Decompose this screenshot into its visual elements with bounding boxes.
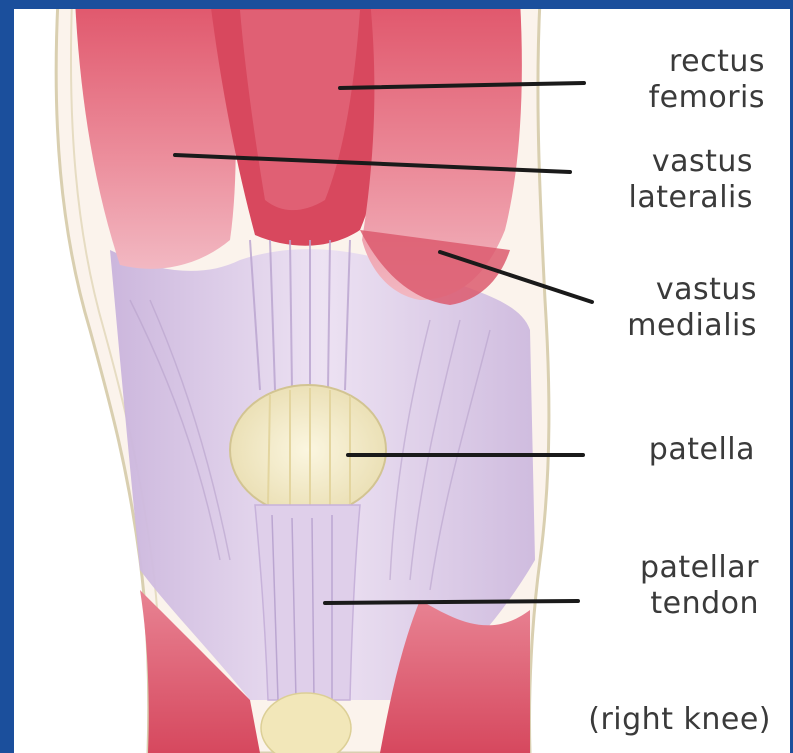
label-rectus-femoris-line1: rectus <box>649 44 765 80</box>
label-rectus-femoris-line2: femoris <box>649 80 765 116</box>
label-vastus-medialis-line1: vastus <box>627 272 757 308</box>
label-patellar-tendon: patellar tendon <box>640 550 759 622</box>
frame-left-edge <box>0 0 14 753</box>
frame-top-edge <box>0 0 793 9</box>
label-patellar-tendon-line1: patellar <box>640 550 759 586</box>
label-patellar-tendon-line2: tendon <box>640 586 759 622</box>
patella-bone <box>230 385 386 515</box>
label-vastus-lateralis: vastus lateralis <box>629 144 753 216</box>
label-vastus-medialis: vastus medialis <box>627 272 757 344</box>
leader-patellar-tendon <box>325 601 578 603</box>
label-vastus-lateralis-line2: lateralis <box>629 180 753 216</box>
label-patella: patella <box>649 432 755 468</box>
label-vastus-lateralis-line1: vastus <box>629 144 753 180</box>
label-rectus-femoris: rectus femoris <box>649 44 765 116</box>
caption-text: (right knee) <box>588 702 771 738</box>
caption-right-knee: (right knee) <box>588 702 771 738</box>
label-patella-line1: patella <box>649 432 755 468</box>
label-vastus-medialis-line2: medialis <box>627 308 757 344</box>
